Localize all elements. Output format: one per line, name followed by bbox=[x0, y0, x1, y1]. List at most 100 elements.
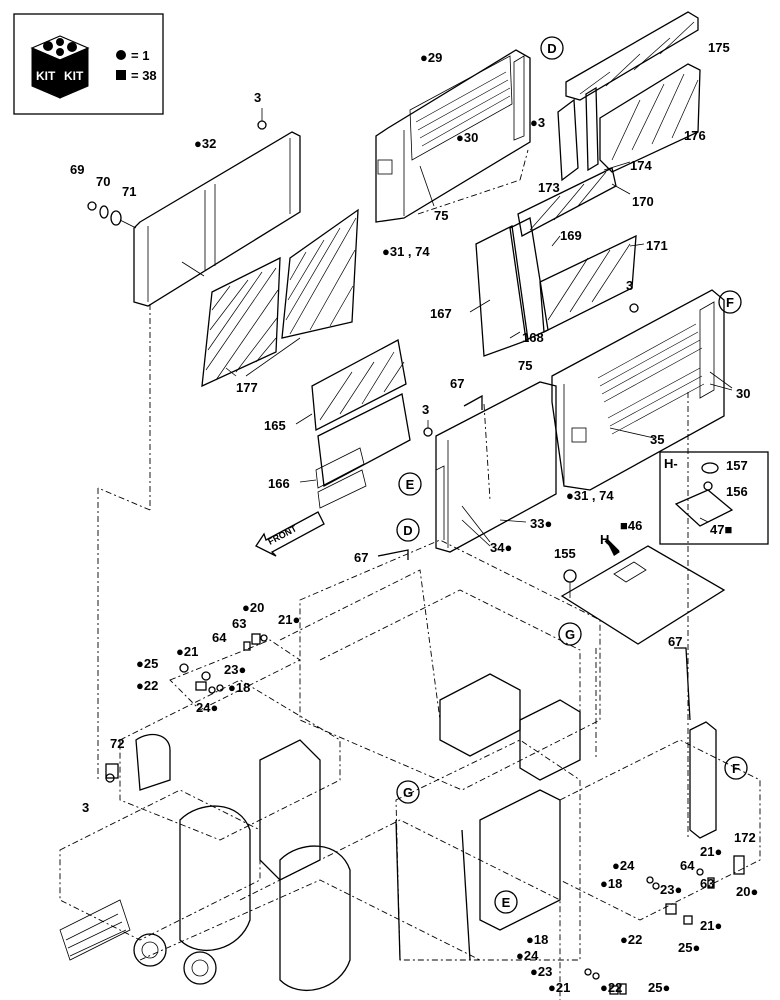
kit-legend: KIT KIT = 1 = 38 bbox=[13, 13, 164, 115]
label-33: 33● bbox=[530, 516, 552, 531]
label-25-left: ●25 bbox=[136, 656, 158, 671]
hardware-left-cluster bbox=[169, 633, 301, 711]
insulation-167-171 bbox=[469, 217, 645, 357]
svg-text:D: D bbox=[547, 41, 556, 56]
label-24-left: 24● bbox=[196, 700, 218, 715]
label-75-mid: 75 bbox=[518, 358, 532, 373]
part-labels: 175 176 174 173 170 169 171 167 168 ●29 … bbox=[70, 40, 758, 995]
bolt-3-right bbox=[629, 303, 639, 313]
label-165: 165 bbox=[264, 418, 286, 433]
label-21-left: ●21 bbox=[176, 644, 198, 659]
callout-g-right: G bbox=[558, 622, 582, 646]
bracket-72 bbox=[105, 763, 119, 783]
label-24-right: ●24 bbox=[612, 858, 635, 873]
label-70: 70 bbox=[96, 174, 110, 189]
svg-text:F: F bbox=[732, 761, 740, 776]
callout-e-lower: E bbox=[494, 890, 518, 914]
label-21-left-top: 21● bbox=[278, 612, 300, 627]
bolt-3-top bbox=[257, 108, 267, 130]
handle-67-top bbox=[463, 394, 491, 501]
label-72: 72 bbox=[110, 736, 124, 751]
hardware-right-cluster bbox=[584, 855, 745, 995]
label-170: 170 bbox=[632, 194, 654, 209]
svg-text:F: F bbox=[726, 295, 734, 310]
callout-g-lower: G bbox=[396, 780, 420, 804]
label-63-right: 63 bbox=[700, 876, 714, 891]
label-21-right: 21● bbox=[700, 918, 722, 933]
insulation-165-166 bbox=[295, 339, 411, 509]
label-64-right: 64 bbox=[680, 858, 695, 873]
label-24-bottom: ●24 bbox=[516, 948, 539, 963]
label-20-left: ●20 bbox=[242, 600, 264, 615]
label-21-bottom: ●21 bbox=[548, 980, 570, 995]
svg-text:D: D bbox=[403, 523, 412, 538]
label-23-left: 23● bbox=[224, 662, 246, 677]
door-29 bbox=[375, 49, 531, 223]
label-30-right: 30 bbox=[736, 386, 750, 401]
label-22-right: ●22 bbox=[620, 932, 642, 947]
label-157: 157 bbox=[726, 458, 748, 473]
label-175: 175 bbox=[708, 40, 730, 55]
label-3-top-right: ●3 bbox=[530, 115, 545, 130]
label-34: 34● bbox=[490, 540, 512, 555]
label-22-bottom: ●22 bbox=[600, 980, 622, 995]
door-35 bbox=[551, 289, 733, 491]
label-25-bottom: 25● bbox=[648, 980, 670, 995]
h-detail-box bbox=[659, 451, 769, 545]
label-171: 171 bbox=[646, 238, 668, 253]
kit-text-left: KIT bbox=[36, 69, 56, 83]
insulation-170 bbox=[517, 167, 631, 237]
label-46: ■46 bbox=[620, 518, 642, 533]
label-155: 155 bbox=[554, 546, 576, 561]
label-174: 174 bbox=[630, 158, 652, 173]
insulation-175-176 bbox=[557, 11, 701, 182]
hidden-lines bbox=[97, 149, 689, 840]
panel-32 bbox=[133, 131, 301, 307]
label-21-right-top: 21● bbox=[700, 844, 722, 859]
kit-text-right: KIT bbox=[64, 69, 84, 83]
label-168: 168 bbox=[522, 330, 544, 345]
front-arrow-label: FRONT bbox=[266, 523, 299, 547]
front-arrow: FRONT bbox=[255, 511, 325, 557]
label-156: 156 bbox=[726, 484, 748, 499]
label-69: 69 bbox=[70, 162, 84, 177]
svg-text:E: E bbox=[502, 895, 511, 910]
label-172: 172 bbox=[734, 830, 756, 845]
callout-d-top: D bbox=[540, 36, 564, 60]
bolt-69-70-71 bbox=[87, 201, 137, 229]
label-35: 35 bbox=[650, 432, 664, 447]
label-22-left: ●22 bbox=[136, 678, 158, 693]
callout-h-detail: H- bbox=[664, 456, 678, 471]
svg-text:G: G bbox=[403, 785, 413, 800]
label-67-mid: 67 bbox=[354, 550, 368, 565]
label-29: ●29 bbox=[420, 50, 442, 65]
square-value: = 38 bbox=[131, 68, 157, 83]
callout-d-mid: D bbox=[396, 518, 420, 542]
callout-e-mid: E bbox=[398, 472, 422, 496]
label-67-right: 67 bbox=[668, 634, 682, 649]
label-176: 176 bbox=[684, 128, 706, 143]
label-3-panel32: 3 bbox=[254, 90, 261, 105]
label-63-left: 63 bbox=[232, 616, 246, 631]
handle-67-lower bbox=[377, 549, 691, 721]
label-3-right: 3 bbox=[626, 278, 633, 293]
label-166: 166 bbox=[268, 476, 290, 491]
label-177: 177 bbox=[236, 380, 258, 395]
label-31-74-mid: ●31 , 74 bbox=[566, 488, 614, 503]
label-47: 47■ bbox=[710, 522, 732, 537]
label-20-right: 20● bbox=[736, 884, 758, 899]
label-32: ●32 bbox=[194, 136, 216, 151]
circle-value: = 1 bbox=[131, 48, 149, 63]
circle-symbol bbox=[116, 50, 126, 60]
label-75-top: 75 bbox=[434, 208, 448, 223]
bolt-3-mid bbox=[423, 420, 433, 437]
label-30-top: ●30 bbox=[456, 130, 478, 145]
insulation-177 bbox=[201, 208, 359, 388]
label-71: 71 bbox=[122, 184, 136, 199]
label-23-right: 23● bbox=[660, 882, 682, 897]
label-18-left: ●18 bbox=[228, 680, 250, 695]
label-18-right: ●18 bbox=[600, 876, 622, 891]
square-symbol bbox=[116, 70, 126, 80]
label-169: 169 bbox=[560, 228, 582, 243]
chassis-frame bbox=[59, 539, 761, 1000]
